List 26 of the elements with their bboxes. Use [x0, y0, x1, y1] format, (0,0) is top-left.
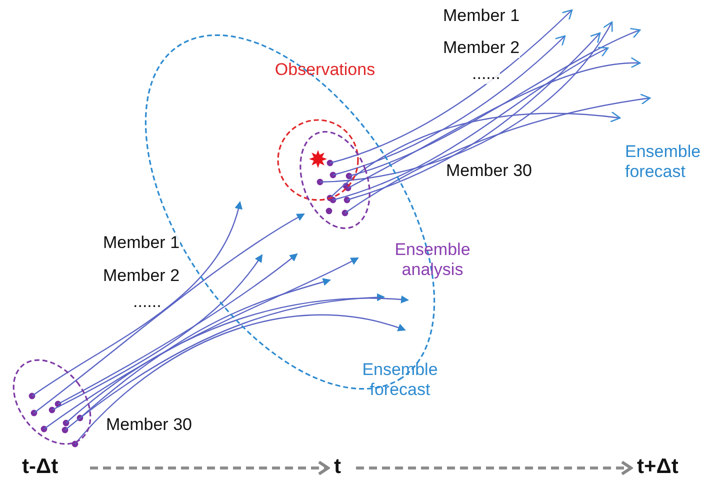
trajectory-arrow — [80, 278, 331, 418]
trajectory-arrow — [44, 257, 359, 430]
trajectory-arrow — [344, 94, 651, 214]
trajectory-arrow — [58, 253, 298, 405]
trajectory-arrow — [320, 21, 613, 183]
time-arrow — [356, 460, 632, 476]
trajectory-arrow — [348, 28, 641, 177]
trajectory-arrow — [332, 47, 609, 201]
region-label: Ensemble analysis — [394, 240, 472, 280]
time-label: t-Δt — [22, 455, 82, 479]
region-label: Ensemble forecast — [361, 360, 439, 400]
trajectory-arrow — [74, 314, 406, 444]
trajectory-arrow — [330, 111, 621, 198]
region-label: Ensemble forecast — [625, 142, 702, 182]
member-label: Member 2 — [443, 38, 520, 58]
time-label: t+Δt — [637, 455, 699, 479]
trajectory-arrow — [348, 58, 641, 189]
region-label: Observations — [274, 60, 376, 80]
time-arrow — [90, 460, 330, 476]
time-label: t — [334, 455, 348, 479]
trajectory-arrow — [34, 213, 305, 414]
trajectory-arrow — [52, 254, 263, 411]
trajectory-arrow — [330, 9, 573, 164]
trajectory-arrow — [32, 201, 242, 396]
trajectory-arrow — [346, 32, 601, 201]
trajectory-arrow — [332, 35, 566, 176]
